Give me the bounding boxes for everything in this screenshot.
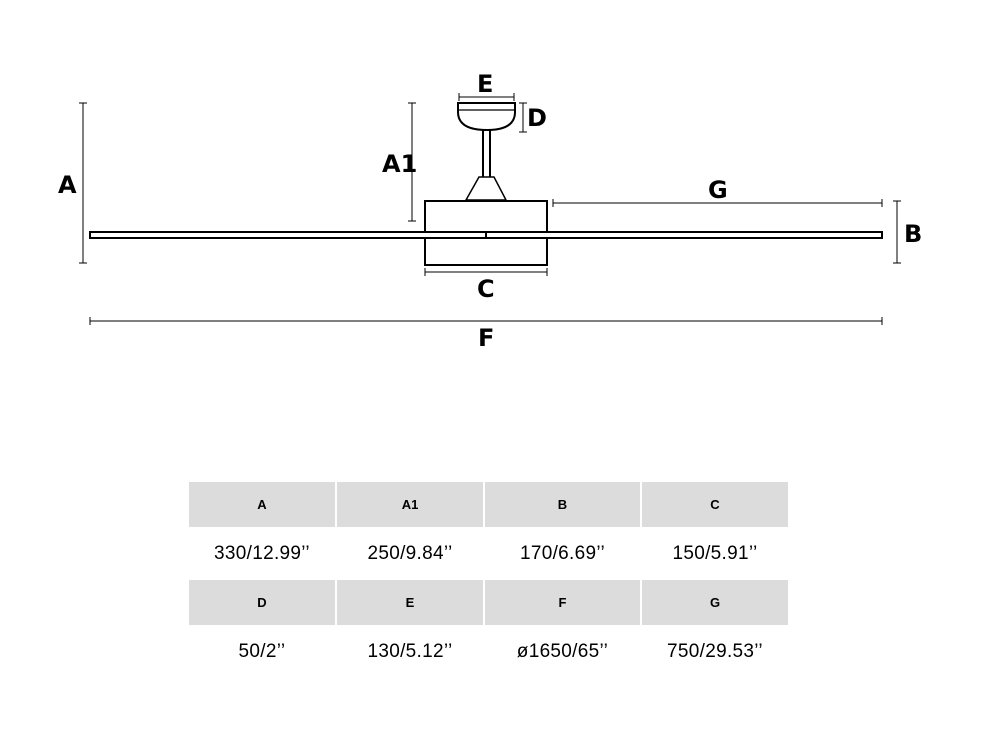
downrod	[482, 129, 491, 179]
header-cell-g: G	[642, 580, 788, 625]
header-cell-b: B	[485, 482, 640, 527]
value-cell-c: 150/5.91’’	[672, 542, 758, 564]
dimension-b-line	[893, 200, 901, 264]
dimension-f-line	[89, 317, 883, 325]
dimension-e-line	[458, 93, 515, 101]
table-header-row: A A1 B C	[189, 482, 788, 527]
value-cell-f: ø1650/65’’	[516, 640, 609, 662]
dimensions-table: A A1 B C 330/12.99’’ 250/9.84’’ 170/6.69…	[187, 482, 790, 678]
header-cell-e: E	[337, 580, 483, 625]
value-cell-a: 330/12.99’’	[214, 542, 310, 564]
ceiling-canopy	[457, 102, 516, 132]
label-d: D	[527, 104, 547, 132]
fan-blade-right	[485, 231, 883, 239]
value-cell-e: 130/5.12’’	[367, 640, 453, 662]
dimension-a-line	[79, 102, 87, 264]
label-c: C	[477, 275, 495, 303]
label-f: F	[478, 324, 494, 352]
table-value-row: 330/12.99’’ 250/9.84’’ 170/6.69’’ 150/5.…	[189, 527, 788, 580]
table-header-row: D E F G	[189, 580, 788, 625]
label-b: B	[904, 220, 922, 248]
header-cell-f: F	[485, 580, 640, 625]
table-value-row: 50/2’’ 130/5.12’’ ø1650/65’’ 750/29.53’’	[189, 625, 788, 678]
dimension-d-line	[519, 102, 527, 133]
header-cell-a: A	[189, 482, 335, 527]
header-cell-d: D	[189, 580, 335, 625]
fan-blade-left	[89, 231, 487, 239]
fan-dimension-diagram: A A1 E D G B C F	[58, 70, 922, 352]
label-g: G	[708, 176, 728, 204]
motor-collar	[464, 176, 508, 201]
label-e: E	[477, 70, 493, 98]
dimension-c-line	[424, 268, 548, 276]
value-cell-a1: 250/9.84’’	[367, 542, 453, 564]
dimension-a1-line	[408, 102, 416, 222]
dimension-g-line	[552, 199, 883, 207]
header-cell-a1: A1	[337, 482, 483, 527]
value-cell-d: 50/2’’	[238, 640, 286, 662]
value-cell-g: 750/29.53’’	[667, 640, 763, 662]
value-cell-b: 170/6.69’’	[519, 542, 606, 564]
header-cell-c: C	[642, 482, 788, 527]
label-a1: A1	[382, 150, 417, 178]
label-a: A	[58, 171, 77, 199]
